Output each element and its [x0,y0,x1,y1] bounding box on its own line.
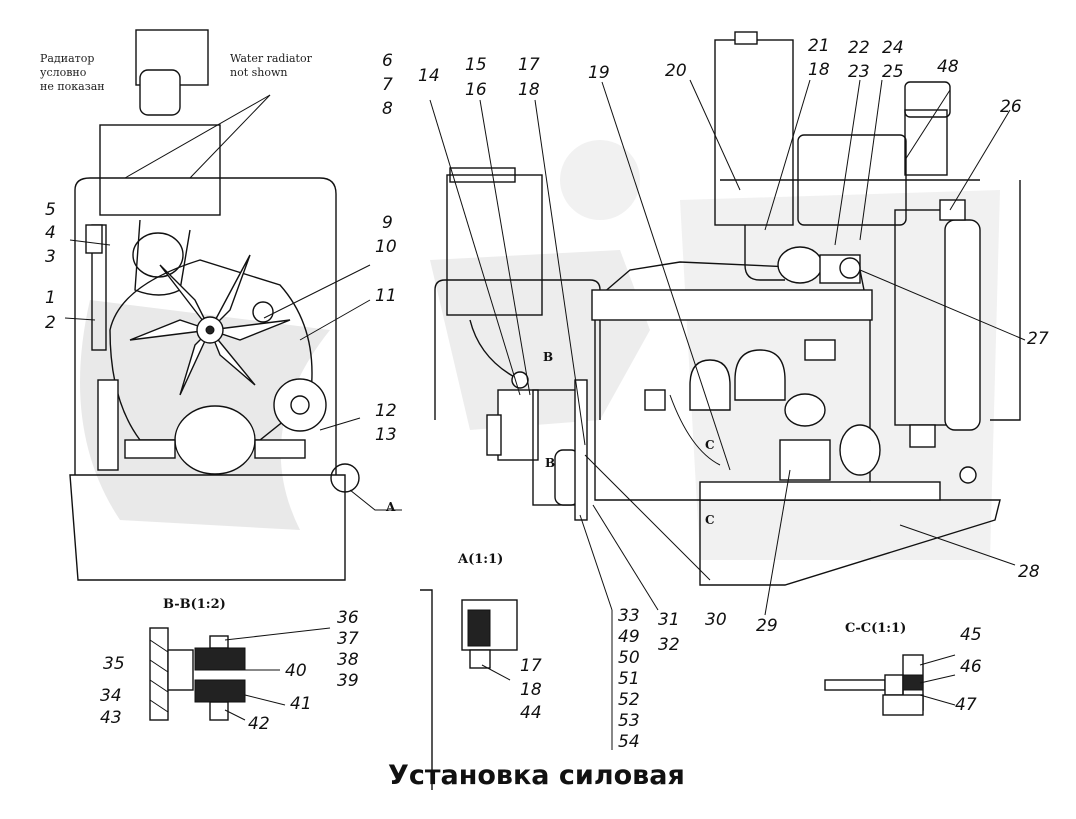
section-aa [420,589,518,790]
callout-16: 16 [465,80,487,100]
radiator-note-en-line1: Water radiator [230,52,312,65]
callout-10: 10 [375,237,397,257]
callout-48: 48 [937,57,959,77]
callout-20: 20 [665,61,687,81]
callout-44: 44 [520,703,542,723]
callout-45: 45 [960,625,982,645]
callout-21: 21 [808,36,830,56]
radiator-note-ru-line2: условно [40,66,87,79]
callout-23: 23 [848,62,870,82]
callout-18-section-a: 18 [520,680,542,700]
drawing-title: Установка силовая [388,760,685,791]
callout-24: 24 [882,38,904,58]
callout-29: 29 [756,616,778,636]
callout-38: 38 [337,650,359,670]
callout-35: 35 [103,654,125,674]
callout-50: 50 [618,648,640,668]
callout-32: 32 [658,635,680,655]
callout-3: 3 [45,247,56,267]
callout-8: 8 [382,99,393,119]
callout-40: 40 [285,661,307,681]
callout-2: 2 [45,313,56,333]
view-marker-c-bottom: C [705,513,715,527]
callout-27: 27 [1027,329,1049,349]
callout-18-upper: 18 [808,60,830,80]
view-marker-a: A [386,500,396,514]
callout-17: 17 [518,55,540,75]
callout-33: 33 [618,606,640,626]
callout-53: 53 [618,711,640,731]
callout-22: 22 [848,38,870,58]
callout-9: 9 [382,213,393,233]
callout-17-section-a: 17 [520,656,542,676]
view-marker-b-top: B [543,350,554,364]
callout-12: 12 [375,401,397,421]
front-view [64,29,402,581]
callout-41: 41 [290,694,312,714]
callout-47: 47 [955,695,977,715]
callout-37: 37 [337,629,359,649]
callout-5: 5 [45,200,56,220]
callout-1: 1 [45,288,56,308]
callout-13: 13 [375,425,397,445]
radiator-note-ru-line1: Радиатор [40,52,95,65]
section-cc-title: C-C(1:1) [845,621,907,636]
section-bb [149,627,331,721]
callout-36: 36 [337,608,359,628]
radiator-note-ru-line3: не показан [40,80,105,93]
callout-49: 49 [618,627,640,647]
callout-42: 42 [248,714,270,734]
radiator-note-en: Water radiator not shown [230,52,312,80]
callout-43: 43 [100,708,122,728]
callout-31: 31 [658,610,680,630]
callout-15: 15 [465,55,487,75]
callout-6: 6 [382,51,393,71]
section-bb-title: B-B(1:2) [163,597,226,612]
callout-18: 18 [518,80,540,100]
view-marker-c-top: C [705,438,715,452]
callout-30: 30 [705,610,727,630]
section-cc [824,654,956,716]
callout-52: 52 [618,690,640,710]
callout-11: 11 [375,286,397,306]
callout-4: 4 [45,223,56,243]
radiator-note-ru: Радиатор условно не показан [40,52,105,94]
callout-25: 25 [882,62,904,82]
callout-46: 46 [960,657,982,677]
callout-39: 39 [337,671,359,691]
callout-19: 19 [588,63,610,83]
section-aa-title: A(1:1) [458,552,504,567]
callout-34: 34 [100,686,122,706]
callout-26: 26 [1000,97,1022,117]
side-view [429,31,1026,750]
callout-51: 51 [618,669,640,689]
view-marker-b-bottom: B [545,456,556,470]
fan [129,254,291,396]
radiator-note-en-line2: not shown [230,66,288,79]
callout-7: 7 [382,75,393,95]
callout-54: 54 [618,732,640,752]
callout-14: 14 [418,66,440,86]
callout-28: 28 [1018,562,1040,582]
